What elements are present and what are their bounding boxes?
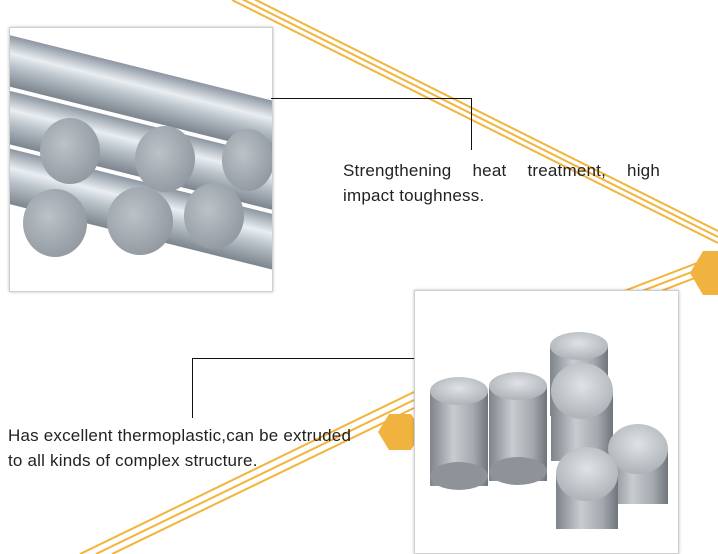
aluminum-billets-photo bbox=[414, 290, 679, 554]
connector-line bbox=[271, 98, 472, 99]
hexagon-icon bbox=[690, 251, 718, 295]
connector-line bbox=[471, 98, 472, 150]
steel-round-bars-icon bbox=[10, 28, 272, 291]
aluminum-cylinder-billets-icon bbox=[415, 291, 678, 553]
feature-caption-thermoplastic: Has excellent thermoplastic,can be extru… bbox=[8, 426, 352, 470]
gold-stripes-top bbox=[231, 0, 718, 244]
connector-line bbox=[192, 358, 414, 359]
feature-caption-heat-treatment: Strengthening heat treatment, high impac… bbox=[343, 161, 660, 205]
gold-stripes-bottom bbox=[79, 391, 415, 554]
connector-line bbox=[192, 358, 193, 418]
hexagon-icon bbox=[378, 414, 422, 450]
steel-bars-photo bbox=[9, 27, 273, 292]
